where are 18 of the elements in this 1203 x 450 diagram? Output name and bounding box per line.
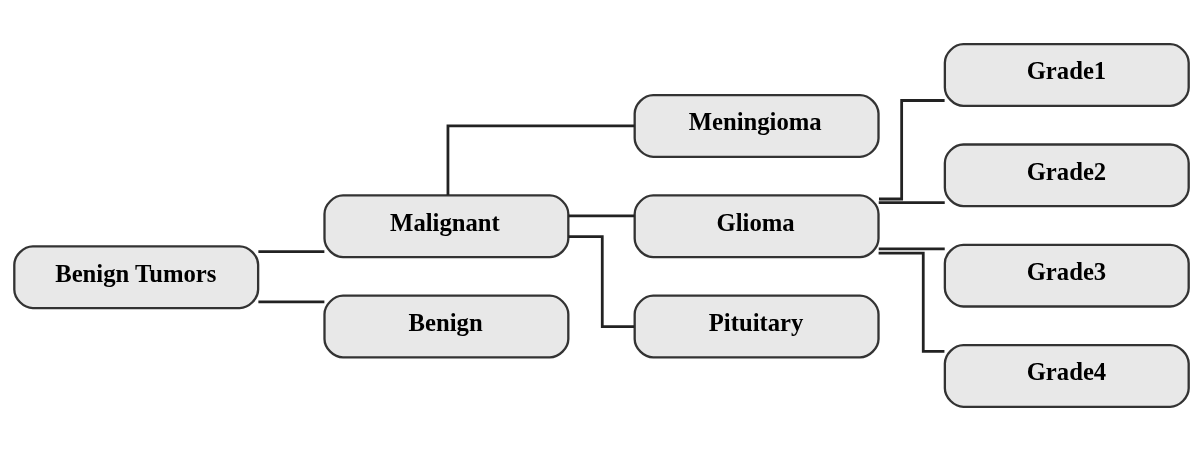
node-box: Grade3: [943, 243, 1190, 308]
connector: [446, 124, 635, 195]
node-box: Benign Tumors: [13, 244, 260, 309]
connector: [878, 247, 945, 250]
connector: [879, 98, 945, 200]
node-box: Grade4: [943, 343, 1190, 408]
node-box: Benign: [323, 294, 570, 359]
node-box: Grade1: [943, 42, 1190, 107]
connector: [568, 234, 635, 328]
node-box: Malignant: [323, 193, 570, 258]
node-box: Meningioma: [633, 93, 880, 158]
connector: [258, 300, 325, 303]
connector: [568, 214, 635, 217]
node-box: Pituitary: [633, 294, 880, 359]
node-box: Glioma: [633, 193, 880, 258]
node-box: Grade2: [943, 142, 1190, 207]
connector: [258, 249, 325, 253]
connector: [878, 200, 945, 204]
